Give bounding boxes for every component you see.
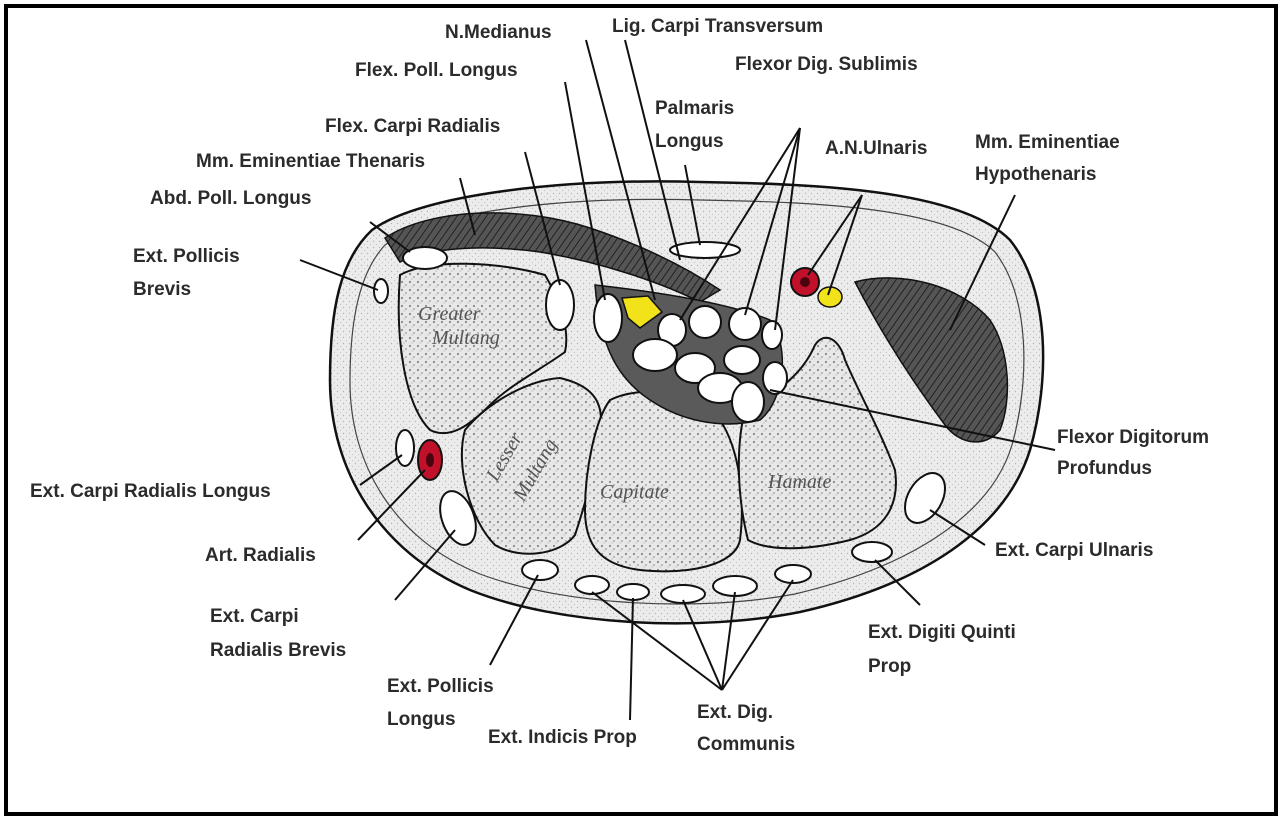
label-communis: Communis — [697, 734, 795, 755]
flexor-profundus-tendon-3 — [724, 346, 760, 374]
palmaris-longus-tendon — [670, 242, 740, 258]
ulnar-artery-lumen — [800, 277, 810, 287]
abd-poll-longus-tendon — [403, 247, 447, 269]
flexor-profundus-tendon-1 — [633, 339, 677, 371]
label-flex-poll-longus: Flex. Poll. Longus — [355, 60, 518, 81]
ext-pollicis-longus-tendon — [522, 560, 558, 580]
label-ext-pollicis-brevis-1: Ext. Pollicis — [133, 246, 240, 267]
label-ext-carpi-radialis-brevis-2: Radialis Brevis — [210, 640, 346, 661]
label-an-ulnaris: A.N.Ulnaris — [825, 138, 927, 159]
ext-indicis-prop-tendon — [617, 584, 649, 600]
ext-carpi-radialis-longus-tendon — [396, 430, 414, 466]
label-mm-eminentiae: Mm. Eminentiae — [975, 132, 1120, 153]
label-ext-carpi-ulnaris: Ext. Carpi Ulnaris — [995, 540, 1153, 561]
label-art-radialis: Art. Radialis — [205, 545, 316, 566]
label-hypothenaris: Hypothenaris — [975, 164, 1096, 185]
hamate-label: Hamate — [767, 471, 831, 493]
flexor-profundus-tendon-4 — [763, 362, 787, 394]
label-palmaris-longus: Longus — [655, 131, 724, 152]
capitate-label: Capitate — [600, 481, 669, 503]
label-mm-eminentiae-thenaris: Mm. Eminentiae Thenaris — [196, 151, 425, 172]
label-ext-pollicis-longus-2: Longus — [387, 709, 456, 730]
label-flexor-dig-sublimis: Flexor Dig. Sublimis — [735, 54, 918, 75]
flexor-sublimis-tendon-2 — [689, 306, 721, 338]
ext-dig-communis-tendon-1 — [575, 576, 609, 594]
label-lig-carpi-transversum: Lig. Carpi Transversum — [612, 16, 823, 37]
label-n-medianus: N.Medianus — [445, 22, 552, 43]
greater-multang-label: Greater — [418, 303, 481, 325]
greater-multang-label-2: Multang — [431, 327, 500, 349]
label-profundus: Profundus — [1057, 458, 1152, 479]
ext-digiti-quinti-prop-tendon — [852, 542, 892, 562]
label-ext-digiti-quinti: Ext. Digiti Quinti — [868, 622, 1016, 643]
label-abd-poll-longus: Abd. Poll. Longus — [150, 188, 311, 209]
flexor-profundus-tendon-6 — [732, 382, 764, 422]
label-ext-indicis-prop: Ext. Indicis Prop — [488, 727, 637, 748]
label-palmaris: Palmaris — [655, 98, 734, 119]
label-prop: Prop — [868, 656, 911, 677]
flexor-pollicis-longus-tendon — [594, 294, 622, 342]
label-flexor-digitorum: Flexor Digitorum — [1057, 427, 1209, 448]
label-ext-pollicis-brevis-2: Brevis — [133, 279, 191, 300]
label-flex-carpi-radialis: Flex. Carpi Radialis — [325, 116, 500, 137]
label-ext-dig: Ext. Dig. — [697, 702, 773, 723]
ext-pollicis-brevis-tendon — [374, 279, 388, 303]
flexor-carpi-radialis-tendon — [546, 280, 574, 330]
label-ext-pollicis-longus-1: Ext. Pollicis — [387, 676, 494, 697]
flexor-sublimis-tendon-4 — [762, 321, 782, 349]
radial-artery-lumen — [426, 453, 434, 467]
label-ext-carpi-radialis-longus: Ext. Carpi Radialis Longus — [30, 481, 271, 502]
label-ext-carpi-radialis-brevis-1: Ext. Carpi — [210, 606, 299, 627]
